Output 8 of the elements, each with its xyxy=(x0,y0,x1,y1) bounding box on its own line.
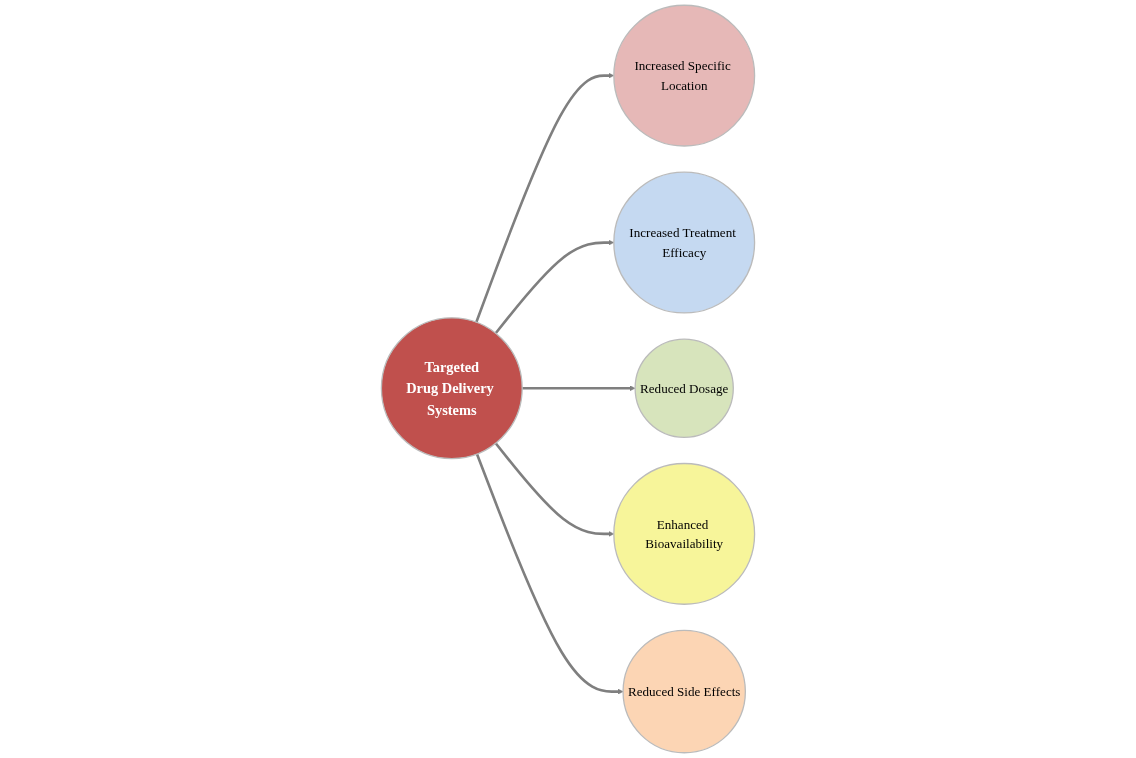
node-circle: Reduced Dosage xyxy=(634,338,734,438)
node-circle: Targeted Drug Delivery Systems xyxy=(380,317,523,460)
node-circle: Increased Treatment Efficacy xyxy=(613,171,756,314)
arrow xyxy=(475,453,624,695)
node-circle: Increased Specific Location xyxy=(613,4,756,147)
node-circle: Enhanced Bioavailability xyxy=(613,462,756,605)
node-circle: Reduced Side Effects xyxy=(622,629,746,754)
arrow xyxy=(522,385,636,392)
